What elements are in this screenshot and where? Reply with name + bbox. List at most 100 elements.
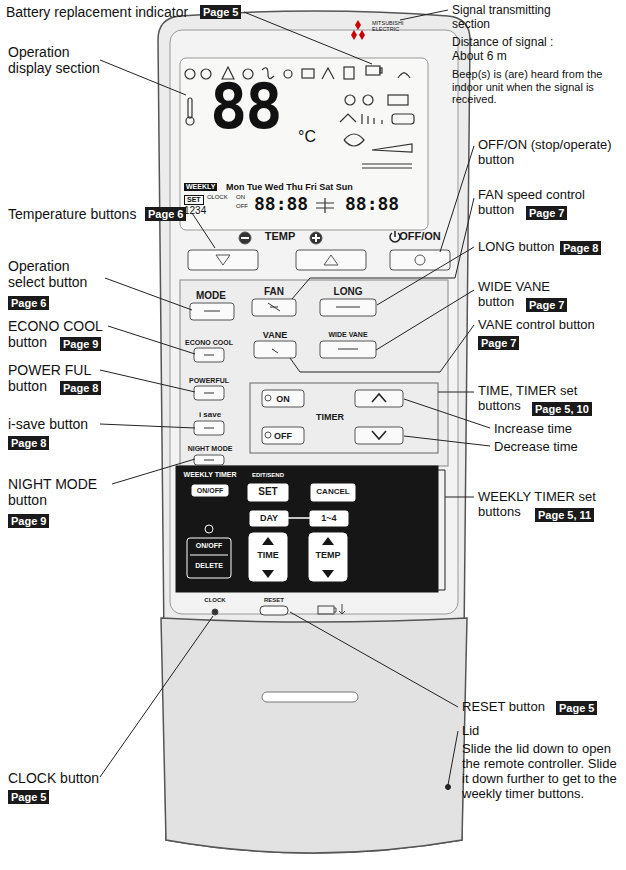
leader-lines-part [100, 370, 195, 392]
weekly-timer-section-part [176, 466, 438, 592]
page-badge: Page 7 [526, 298, 567, 312]
remote-body [158, 11, 470, 853]
shape-part [380, 68, 382, 73]
lcd-display-part [180, 58, 428, 230]
shape-part [366, 66, 380, 75]
lcd-text: ON [236, 194, 245, 201]
shape-part [392, 114, 414, 124]
shape-part [185, 69, 195, 79]
weekly-timer-section-part [192, 485, 228, 496]
leader-lines-part [100, 616, 213, 777]
brand-logo-part [351, 30, 357, 40]
button-panel-part [262, 390, 304, 407]
button-label: TIMER [316, 413, 344, 422]
brand-logo-part [359, 30, 365, 40]
button-label: TEMP [265, 231, 296, 242]
button-label: NIGHT MODE [188, 445, 233, 452]
clock-reset-buttons [212, 604, 345, 615]
callout-text: i-save button [8, 416, 88, 432]
lcd-display [180, 58, 428, 230]
leader-lines-part [112, 459, 195, 484]
button-label: DAY [260, 514, 278, 523]
remote-body-part [262, 692, 358, 702]
lcd-text: Mon Tue Wed Thu Fri Sat Sun [226, 182, 353, 192]
leader-lines-part [100, 60, 186, 95]
button-label: DELETE [195, 562, 223, 569]
shape-part [363, 95, 373, 105]
lcd-text: OFF [236, 203, 248, 210]
page-badge: Page 5, 10 [532, 402, 592, 416]
shape-part [302, 69, 314, 78]
leader-lines-part [100, 424, 195, 428]
callout-text: Temperature buttons [8, 206, 136, 222]
page-badge: Page 5 [556, 701, 597, 715]
shape-part [284, 70, 292, 78]
lcd-text: 1234 [184, 205, 206, 217]
temp-button-row-part [296, 250, 366, 270]
remote-body-part [170, 30, 458, 614]
weekly-timer-section-part [311, 484, 355, 501]
button-panel-part [355, 427, 403, 444]
button-label: OFF [274, 432, 292, 441]
weekly-timer-section [176, 466, 438, 592]
callout-text: CLOCK button [8, 770, 99, 786]
clock-reset-buttons-part [260, 606, 288, 615]
temp-button-row-part [239, 232, 251, 244]
callout-text: Lid [462, 724, 479, 739]
page-badge: Page 7 [526, 206, 567, 220]
remote-body-part [158, 11, 470, 853]
weekly-timer-section-part [190, 555, 228, 556]
leader-lines-part [290, 612, 458, 707]
button-label: CLOCK [204, 597, 225, 603]
temp-button-row-part [216, 255, 230, 265]
shape-part [388, 95, 408, 105]
shape-part [345, 95, 355, 105]
button-panel-part [372, 394, 386, 439]
button-label: CANCEL [316, 488, 349, 496]
button-panel-part [254, 341, 296, 358]
temp-button-row-part [310, 232, 322, 244]
shape-part [340, 114, 382, 124]
button-label: POWERFUL [189, 377, 229, 384]
button-label: VANE [263, 331, 287, 340]
leader-lines-part [290, 325, 474, 372]
brand-logo [351, 20, 365, 40]
callout-text: Decrease time [494, 440, 578, 455]
leader-lines-part [404, 399, 490, 428]
button-label: 1~4 [321, 514, 336, 523]
weekly-timer-section-part [310, 511, 348, 526]
callout-text: VANE control button [478, 318, 595, 333]
button-panel-part [265, 432, 271, 438]
callout-text: OFF/ON (stop/operate) button [478, 138, 618, 168]
button-label: SET [258, 487, 277, 497]
weekly-timer-section-part [187, 538, 231, 578]
shape [185, 66, 414, 213]
weekly-timer-section-part [248, 484, 288, 501]
lcd-text: °C [298, 128, 316, 146]
shape-part [316, 198, 334, 213]
page-badge: Page 6 [145, 207, 186, 221]
page-badge: Page 6 [8, 296, 49, 310]
button-panel-part [265, 395, 271, 401]
button-label: RESET [264, 597, 284, 603]
shape-part [344, 67, 354, 79]
temp-button-row-part [312, 234, 320, 242]
callout-text: RESET button [462, 700, 545, 715]
shape-part [201, 69, 211, 79]
leader-lines-part [105, 278, 192, 310]
remote-body-part [161, 618, 467, 853]
leader-lines-part [438, 392, 474, 393]
leader-lines-part [438, 470, 474, 590]
clock-reset-buttons-part [212, 609, 218, 615]
leader-lines-part [244, 12, 372, 64]
callout-text: NIGHT MODE button [8, 476, 113, 508]
leader-lines-part [192, 213, 215, 248]
button-label: WEEKLY TIMER [184, 471, 237, 478]
lcd-text: CLOCK [207, 194, 228, 201]
clock-reset-buttons-part [318, 606, 334, 614]
button-label: ECONO COOL [185, 339, 233, 346]
shape-part [188, 98, 192, 118]
leader-lines-part [400, 10, 448, 20]
callout-text: LONG button [478, 240, 555, 255]
